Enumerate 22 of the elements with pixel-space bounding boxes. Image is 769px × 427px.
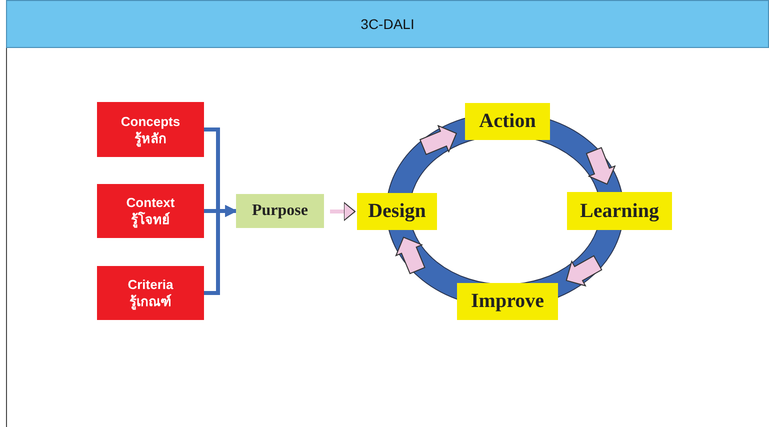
node-label: Criteria (128, 276, 174, 293)
node-label: Concepts (120, 112, 180, 130)
node-label: Context (126, 194, 175, 211)
cycle-stage-box (357, 193, 437, 230)
concept-box (97, 266, 204, 320)
thai-label: รู้โจทย์ (131, 211, 170, 228)
node-label: Learning (580, 200, 659, 222)
bracket-connector (204, 205, 238, 295)
concept-box (97, 102, 204, 157)
concept-box (97, 184, 204, 238)
block-arrow (330, 202, 356, 221)
thai-label: รู้หลัก (134, 130, 166, 146)
cycle-stage-box (567, 192, 672, 230)
node-label: Improve (471, 290, 544, 313)
cycle-stage-box (457, 283, 558, 320)
node-label: Action (479, 110, 536, 133)
node-label: Design (368, 200, 426, 223)
thai-label: รู้เกณฑ์ (130, 293, 172, 310)
node-label: Purpose (252, 202, 308, 220)
title: 3C-DALI (360, 16, 416, 32)
purpose-box (236, 194, 324, 228)
cycle-stage-box (465, 103, 550, 140)
